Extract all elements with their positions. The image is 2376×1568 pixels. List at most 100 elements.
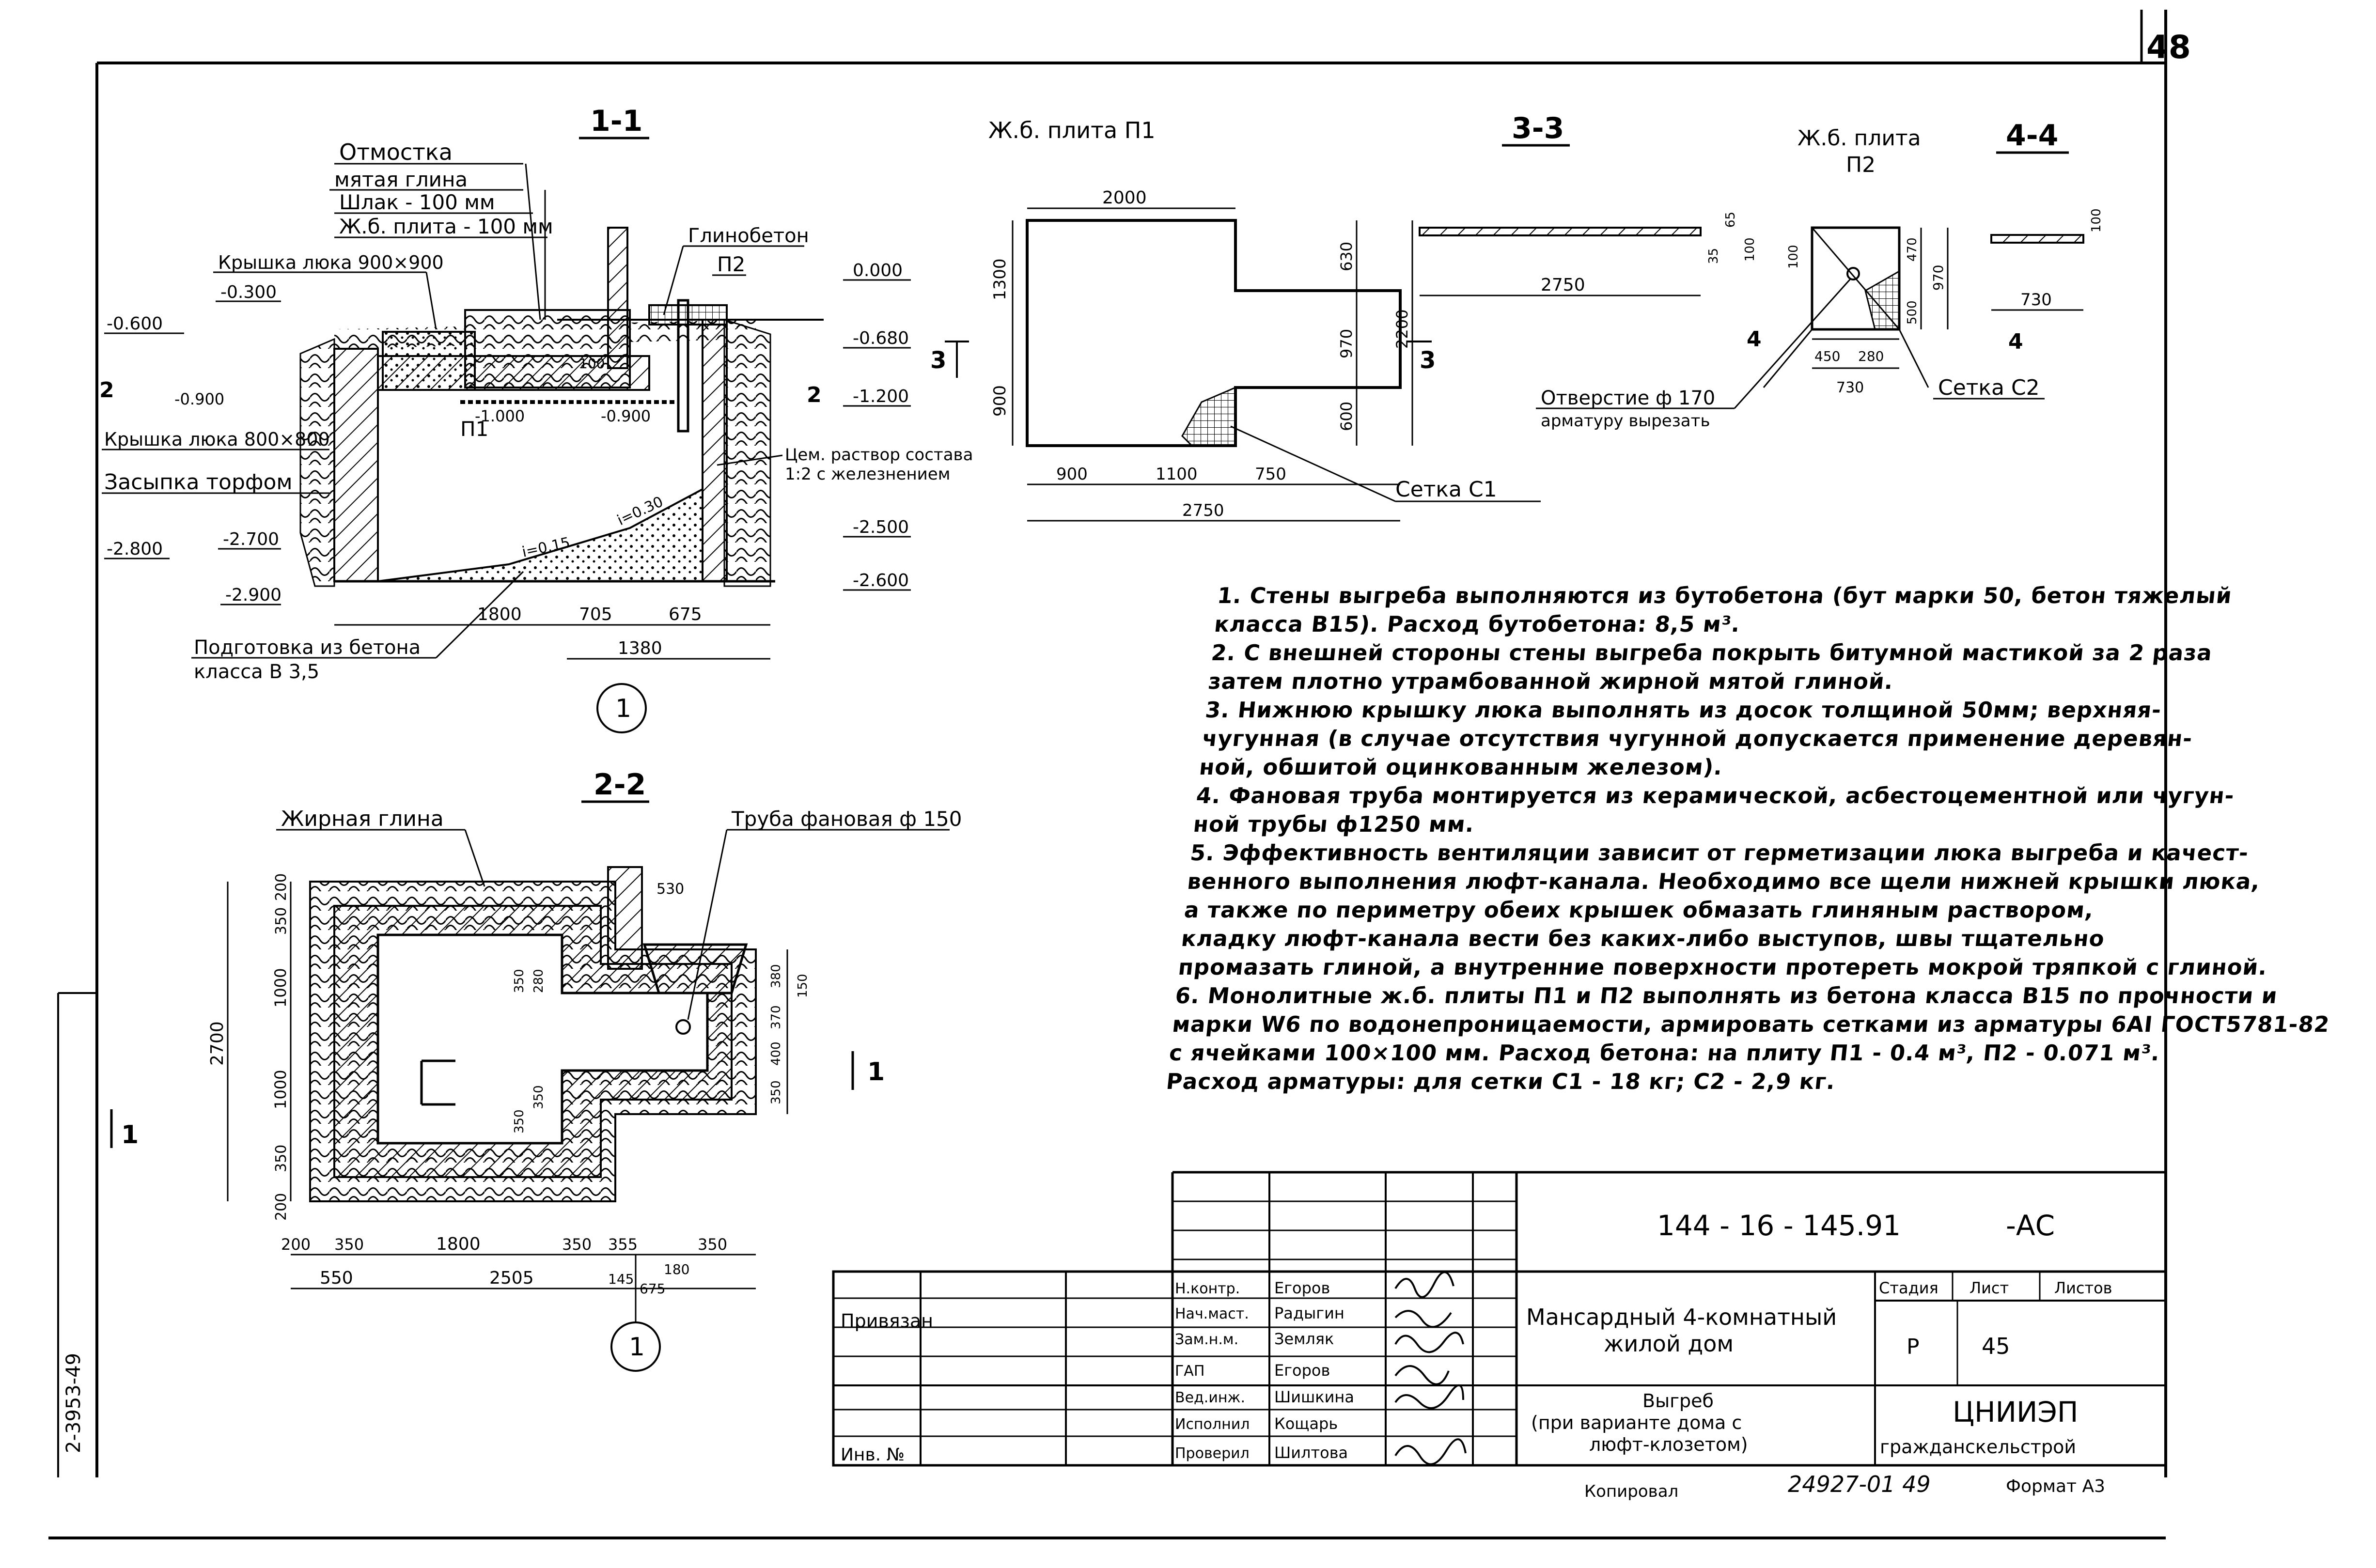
slab-p1-outline — [1026, 219, 1402, 447]
person-name: Кощарь — [1274, 1414, 1338, 1433]
section-3-3-title: 3-3 — [1512, 111, 1564, 145]
dim-bottom-675: 675 — [640, 1281, 665, 1297]
person-name: Радыгин — [1274, 1304, 1344, 1322]
org-name-2: гражданскельстрой — [1880, 1436, 2076, 1458]
role: Вед.инж. — [1175, 1389, 1245, 1406]
slab-p1-title: Ж.б. плита П1 — [988, 117, 1156, 143]
dim-2000: 2000 — [1102, 188, 1147, 208]
callout-circle — [596, 683, 647, 733]
level-mark: -0.680 — [853, 328, 909, 348]
slab-p1-plan: Ж.б. плита П1 2000 1300 900 630 970 2200… — [930, 117, 1541, 522]
dim-bottom-2505: 2505 — [489, 1268, 534, 1288]
hatch-cover-900-label: Крышка люка 900×900 — [218, 252, 444, 273]
dim-100-33: 100 — [1743, 237, 1757, 262]
level-mark: -2.900 — [225, 585, 281, 605]
dim-bottom-350b: 350 — [562, 1235, 592, 1254]
level-marks: -0.300 -0.600 -0.900 -1.000 -0.900 0.000… — [104, 261, 911, 605]
section-2-2: 2-2 Жирная глина Труба фановая ф 150 200… — [110, 768, 962, 1372]
names-column: Егоров Радыгин Земляк Егоров Шишкина Кощ… — [1274, 1279, 1354, 1462]
order-number: 24927-01 49 — [1788, 1471, 1931, 1497]
section-mark-2b: 2 — [807, 383, 822, 407]
note-line: 2. С внешней стороны стены выгреба покры… — [1210, 640, 2214, 666]
general-notes: 1. Стены выгреба выполняются из бутобето… — [1165, 581, 2331, 1096]
dim-left-200-bottom: 200 — [273, 1193, 290, 1221]
dim-100-p2: 100 — [1786, 245, 1801, 269]
person-name: Шилтова — [1274, 1444, 1348, 1462]
clay-concrete-label: Глинобетон — [688, 225, 809, 247]
dim-right-400: 400 — [769, 1041, 783, 1066]
section-3-3: 3-3 2750 35 65 100 — [1419, 111, 1757, 296]
fan-pipe-circle — [675, 1019, 691, 1035]
role: Зам.н.м. — [1175, 1331, 1238, 1348]
callout-number: 1 — [615, 694, 631, 723]
note-line: 3. Нижнюю крышку люка выполнять из досок… — [1204, 697, 2163, 723]
dim-730-44: 730 — [2020, 290, 2052, 310]
lid-hatch — [642, 943, 748, 994]
note-line: венного выполнения люфт-канала. Необходи… — [1186, 869, 2262, 894]
note-line: с ячейками 100×100 мм. Расход бетона: на… — [1168, 1040, 2161, 1066]
dim-900b: 900 — [1056, 465, 1088, 484]
page-number: 48 — [2146, 29, 2191, 66]
section-mark-3-left: 3 — [930, 347, 946, 374]
person-name: Егоров — [1274, 1279, 1330, 1297]
p2-label: П2 — [717, 252, 745, 276]
section-3-3-slab — [1419, 227, 1702, 236]
dim-35: 35 — [1706, 248, 1721, 264]
sheet-frame — [48, 10, 2167, 1539]
dim-bottom-550: 550 — [320, 1268, 353, 1288]
dim-left-2700: 2700 — [207, 1021, 227, 1066]
dim-bottom-145: 145 — [608, 1271, 634, 1287]
section-4-4-slab — [1990, 234, 2084, 244]
note-line: ной трубы ф1250 мм. — [1192, 811, 1476, 837]
dim-bottom-200: 200 — [281, 1235, 311, 1254]
dim-bottom-355: 355 — [608, 1235, 638, 1254]
dim-inner-350: 350 — [512, 969, 527, 993]
note-line: Расход арматуры: для сетки С1 - 18 кг; С… — [1165, 1069, 1837, 1094]
base-label-1: Подготовка из бетона — [194, 637, 421, 659]
dim-280: 280 — [1858, 348, 1884, 364]
peat-fill-label: Засыпка торфом — [104, 470, 293, 495]
layer-label-1: Отмостка — [339, 139, 453, 165]
peat-fill-right — [723, 318, 771, 587]
signatures — [1394, 1271, 1467, 1465]
dim-right-350: 350 — [769, 1080, 783, 1104]
sheet-title-1: Выгреб — [1642, 1390, 1714, 1412]
dim-450-280: 450 — [1814, 348, 1840, 364]
inv-no-label: Инв. № — [841, 1445, 905, 1465]
section-1-1-title: 1-1 — [590, 104, 642, 138]
sheet-value: 45 — [1982, 1333, 2010, 1359]
mesh-c1-label: Сетка С1 — [1395, 477, 1497, 502]
role: ГАП — [1175, 1363, 1204, 1380]
level-mark: -2.500 — [853, 517, 909, 537]
dim-right-530: 530 — [657, 881, 684, 898]
person-name: Земляк — [1274, 1330, 1334, 1348]
mesh-c1 — [1181, 386, 1236, 447]
hole-label-1: Отверстие ф 170 — [1541, 387, 1715, 409]
dim-inner-280: 280 — [531, 969, 546, 993]
doc-code: 144 - 16 - 145.91 — [1657, 1209, 1901, 1242]
wall-right — [702, 319, 728, 582]
note-line: 1. Стены выгреба выполняются из бутобето… — [1216, 583, 2234, 608]
sheet-title-3: люфт-клозетом) — [1589, 1434, 1748, 1455]
side-stamp: 2-3953-49 — [63, 1353, 85, 1453]
level-mark: -0.600 — [107, 314, 163, 334]
dim-inner-350b: 350 — [512, 1109, 527, 1133]
copied-label: Копировал — [1584, 1482, 1678, 1501]
dim-100-44: 100 — [2089, 208, 2104, 233]
sheets-label: Листов — [2054, 1279, 2112, 1297]
section-mark-1-right: 1 — [867, 1057, 885, 1087]
note-line: кладку люфт-канала вести без каких-либо … — [1180, 926, 2106, 951]
dim-705: 705 — [579, 605, 612, 624]
format-label: Формат А3 — [2006, 1476, 2105, 1496]
dim-2750-33: 2750 — [1541, 275, 1585, 295]
level-mark: -0.300 — [220, 282, 277, 302]
mesh-c2-label: Сетка С2 — [1938, 375, 2040, 400]
bound-label: Привязан — [841, 1310, 933, 1332]
role: Исполнил — [1175, 1416, 1250, 1433]
stage-label: Стадия — [1879, 1279, 1938, 1297]
dim-970-p2: 970 — [1930, 265, 1946, 291]
dim-left-200-top: 200 — [273, 873, 290, 901]
peat-fill-left — [299, 338, 335, 587]
slab-p2-title-1: Ж.б. плита — [1798, 126, 1921, 151]
vent-shaft — [607, 866, 643, 970]
